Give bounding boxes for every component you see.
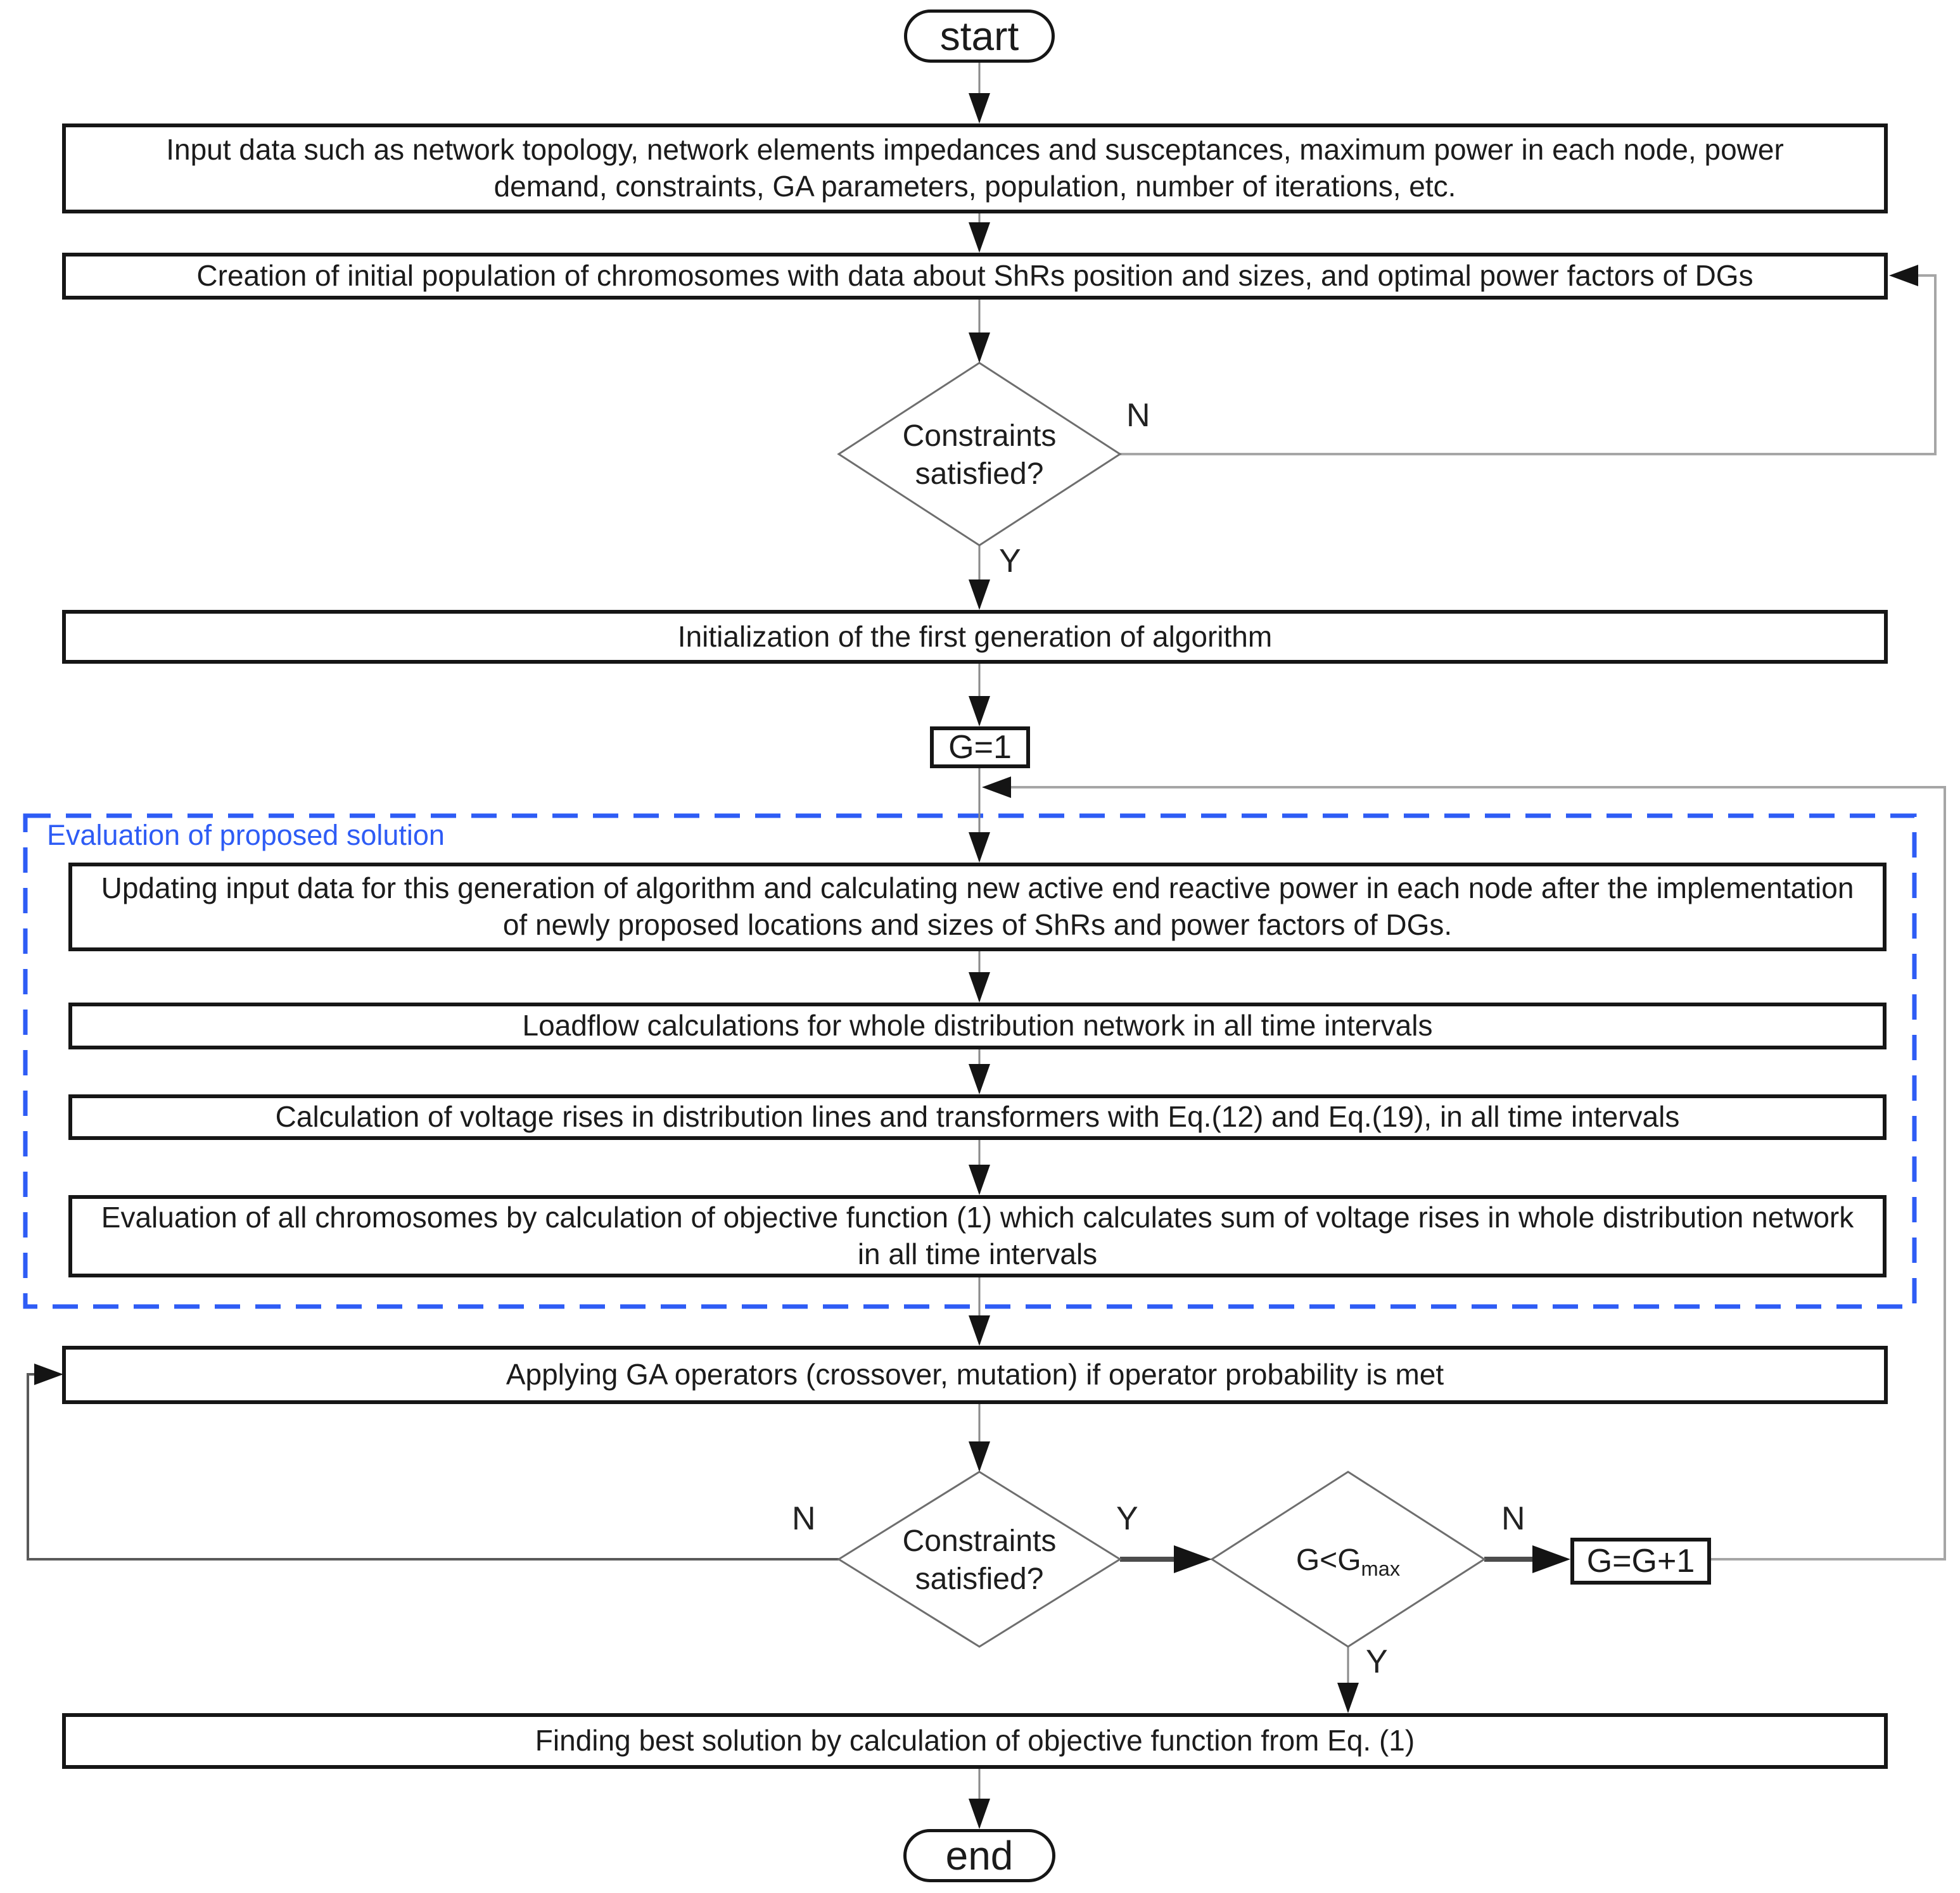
branch-no-label-constraints-after-ga: N	[792, 1500, 816, 1537]
process-evaluate-chromosomes: Evaluation of all chromosomes by calcula…	[68, 1195, 1887, 1277]
process-apply-ga-operators: Applying GA operators (crossover, mutati…	[62, 1346, 1888, 1404]
process-set-generation-counter-text: G=1	[948, 729, 1012, 766]
process-increment-generation: G=G+1	[1570, 1538, 1711, 1585]
branch-no-label-generation-limit: N	[1501, 1500, 1525, 1537]
decision-generation-limit	[1210, 1471, 1486, 1648]
end-terminator: end	[903, 1829, 1055, 1882]
branch-yes-label-generation-limit: Y	[1366, 1643, 1388, 1680]
evaluation-group-label: Evaluation of proposed solution	[47, 819, 445, 851]
decision-constraints-initial	[837, 362, 1122, 547]
branch-yes-label-constraints-initial: Y	[999, 543, 1021, 579]
process-update-input-data: Updating input data for this generation …	[68, 863, 1887, 951]
process-apply-ga-operators-text: Applying GA operators (crossover, mutati…	[506, 1358, 1444, 1391]
loop-next-generation	[991, 786, 1946, 1561]
process-evaluate-chromosomes-text: Evaluation of all chromosomes by calcula…	[101, 1201, 1854, 1270]
decision-constraints-initial-label: Constraints satisfied?	[902, 419, 1057, 491]
process-increment-generation-text: G=G+1	[1586, 1543, 1695, 1580]
start-terminator-label: start	[939, 13, 1019, 59]
process-set-generation-counter: G=1	[930, 726, 1030, 768]
arrowheads	[34, 93, 1918, 1829]
decision-constraints-after-ga-label: Constraints satisfied?	[902, 1524, 1057, 1596]
process-loadflow-calculations: Loadflow calculations for whole distribu…	[68, 1003, 1887, 1049]
process-create-initial-population-text: Creation of initial population of chromo…	[196, 259, 1753, 293]
start-terminator: start	[904, 9, 1055, 63]
loop-constraints1-no	[1120, 274, 1937, 455]
process-initialize-first-generation-text: Initialization of the first generation o…	[677, 619, 1273, 653]
evaluation-group-border	[23, 813, 1917, 1309]
process-loadflow-calculations-text: Loadflow calculations for whole distribu…	[522, 1009, 1433, 1042]
generation-limit-subscript: max	[1361, 1557, 1401, 1581]
process-input-data: Input data such as network topology, net…	[62, 123, 1888, 213]
process-find-best-solution-text: Finding best solution by calculation of …	[535, 1724, 1415, 1757]
process-input-data-text: Input data such as network topology, net…	[166, 133, 1784, 203]
branch-yes-label-constraints-after-ga: Y	[1116, 1500, 1138, 1537]
branch-no-label-constraints-initial: N	[1126, 397, 1150, 434]
decision-generation-limit-label: G<Gmax	[1295, 1543, 1401, 1581]
process-update-input-data-text: Updating input data for this generation …	[101, 871, 1854, 941]
process-initialize-first-generation: Initialization of the first generation o…	[62, 610, 1888, 664]
process-voltage-rise-calculation: Calculation of voltage rises in distribu…	[68, 1094, 1887, 1140]
process-voltage-rise-calculation-text: Calculation of voltage rises in distribu…	[275, 1100, 1680, 1134]
decision-constraints-after-ga	[837, 1471, 1122, 1648]
end-terminator-label: end	[945, 1833, 1014, 1878]
process-find-best-solution: Finding best solution by calculation of …	[62, 1713, 1888, 1769]
process-create-initial-population: Creation of initial population of chromo…	[62, 253, 1888, 300]
